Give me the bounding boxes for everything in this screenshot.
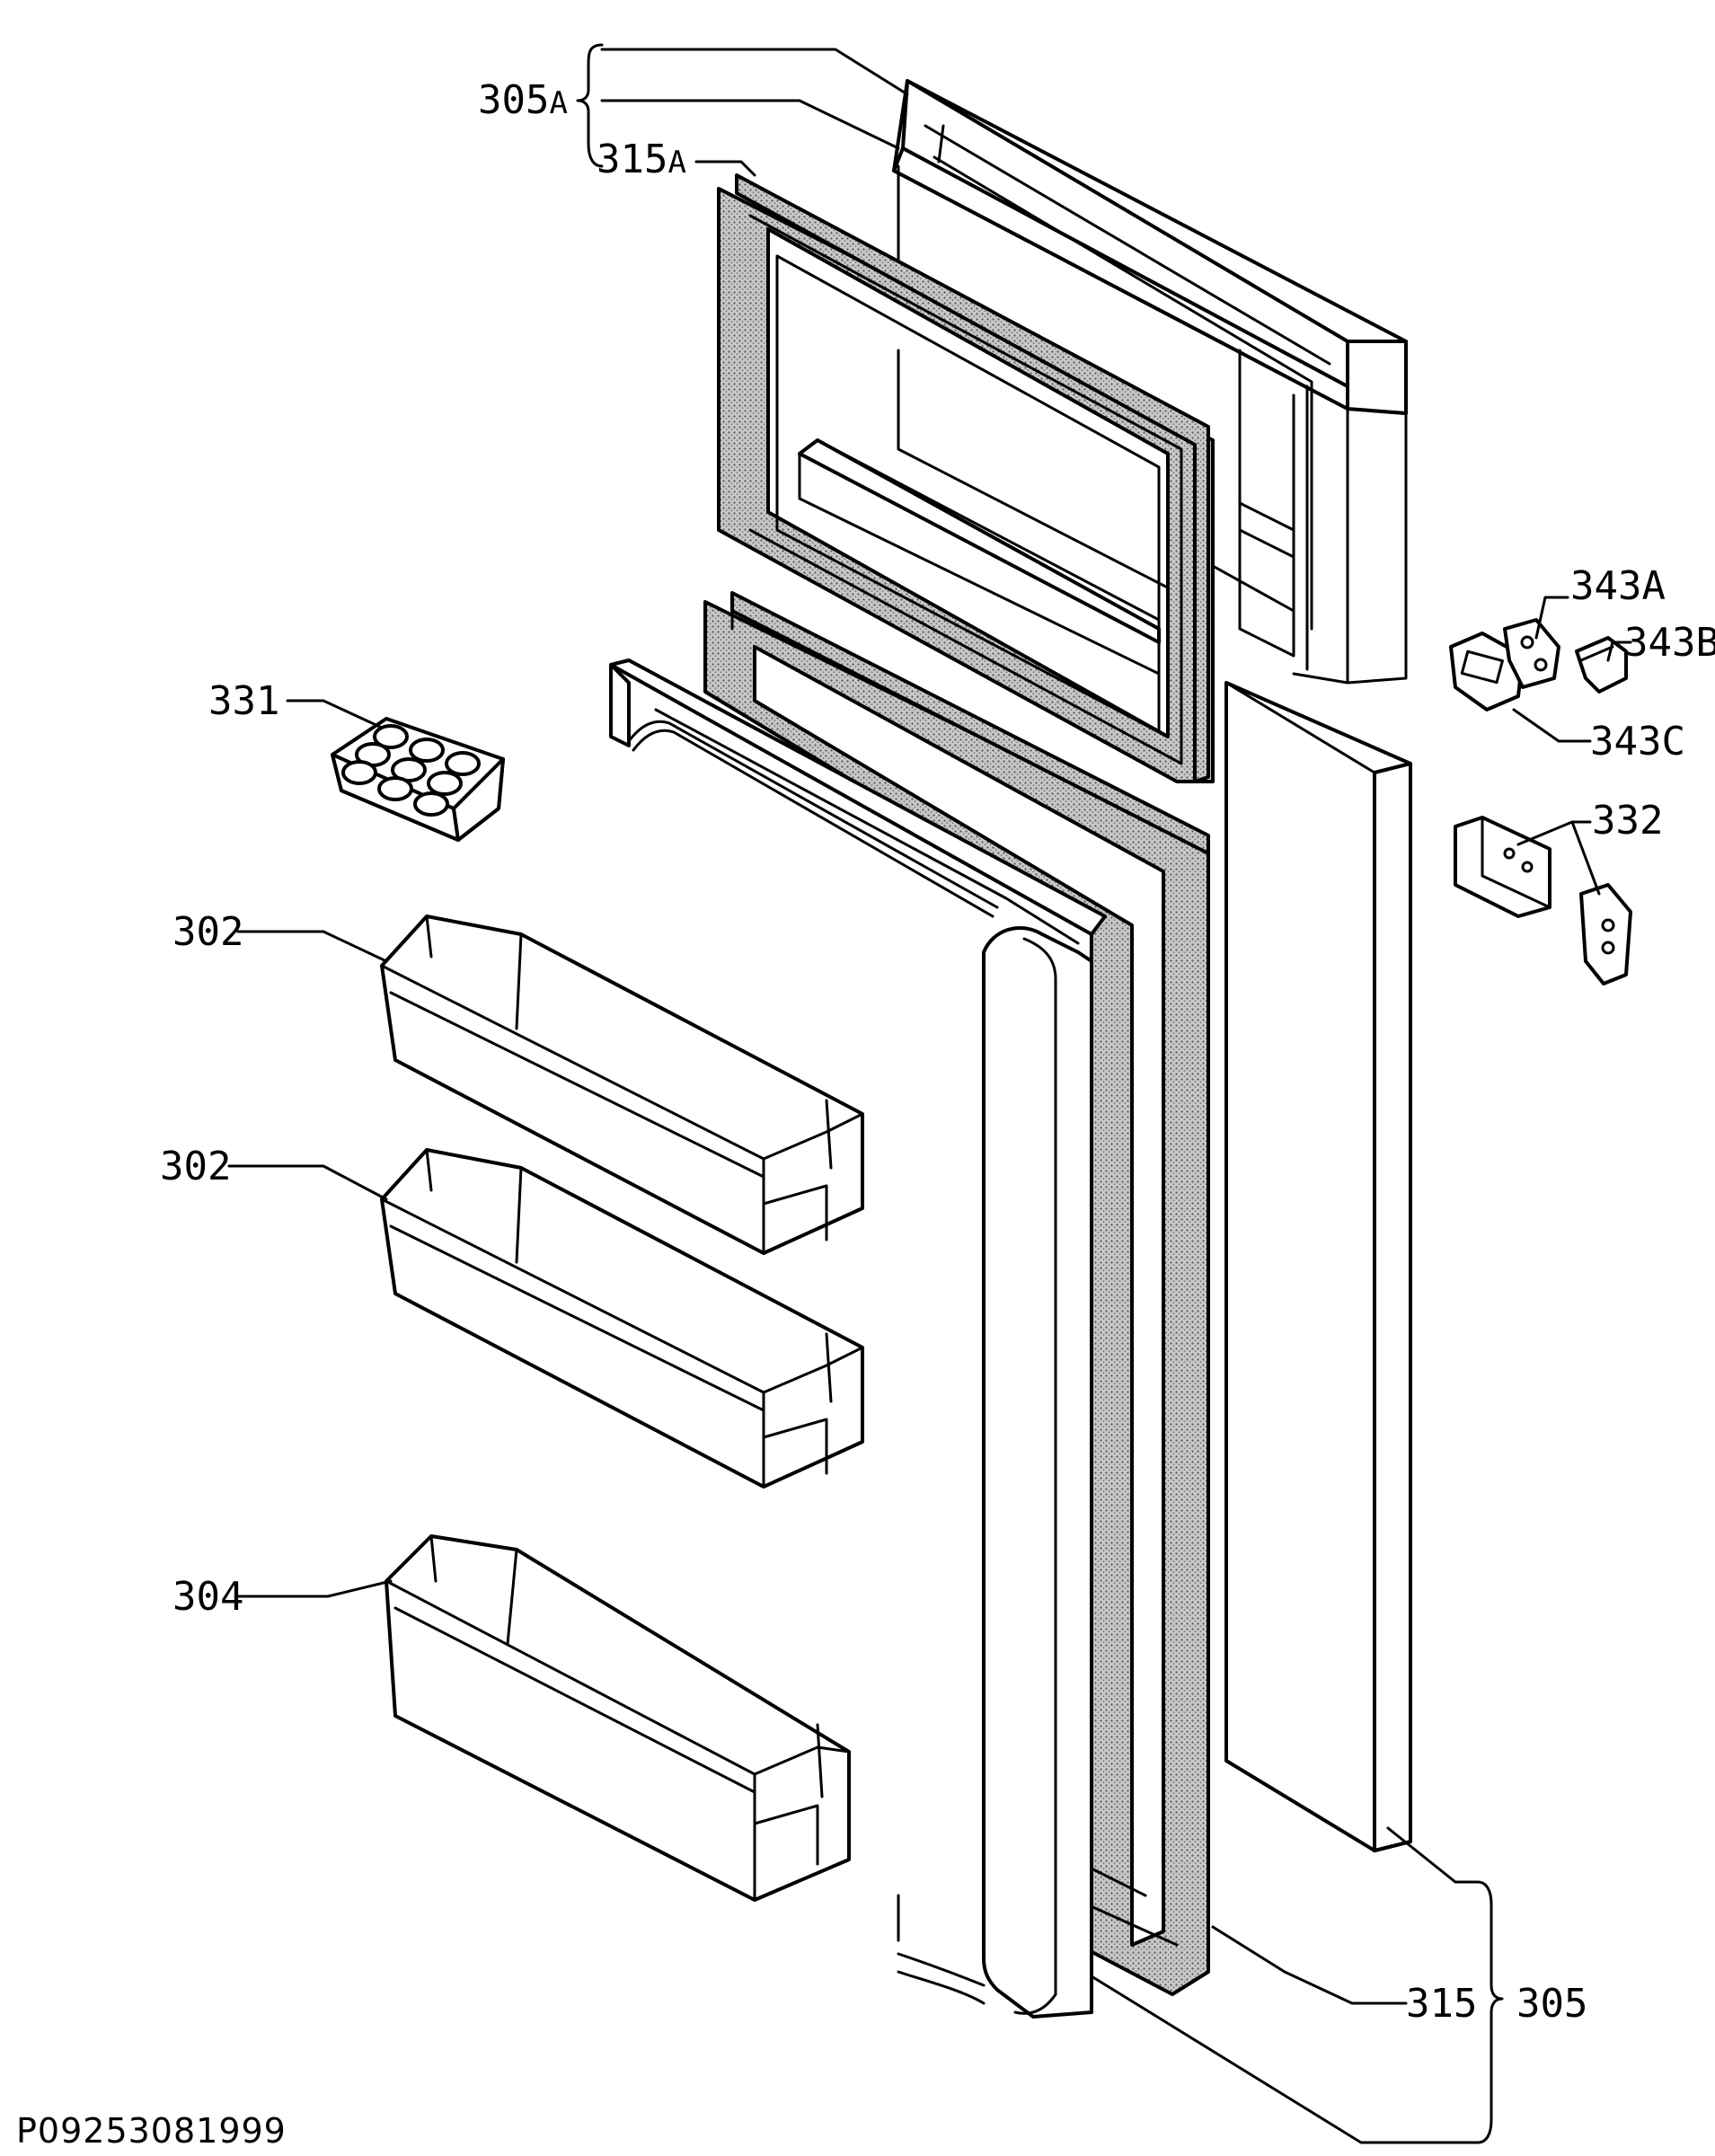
- fridge-door-gasket: [703, 591, 1210, 1996]
- label-343a: 343A: [1570, 563, 1666, 609]
- drawing-code: P09253081999: [16, 2111, 287, 2151]
- fridge-door: [897, 681, 1412, 1942]
- label-302-upper: 302: [172, 909, 243, 955]
- label-331: 331: [208, 678, 279, 724]
- door-shelf-upper: [380, 915, 864, 1255]
- label-315: 315: [1406, 1981, 1477, 2027]
- label-343c: 343C: [1590, 719, 1685, 764]
- label-332: 332: [1592, 798, 1663, 844]
- label-304: 304: [172, 1574, 243, 1620]
- leader-lines: [227, 43, 1632, 2144]
- label-343b: 343B: [1624, 620, 1715, 666]
- door-shelf-lower: [380, 1148, 864, 1489]
- label-305a: 305A: [478, 77, 568, 123]
- egg-tray: [331, 717, 505, 842]
- freezer-door-gasket: [717, 173, 1215, 783]
- hinge-cover-set: [1449, 618, 1628, 711]
- freezer-door: [892, 79, 1408, 685]
- label-305: 305: [1516, 1981, 1587, 2027]
- label-315a: 315A: [597, 137, 686, 182]
- fridge-door-inner-liner: [609, 658, 1107, 2019]
- bottle-shelf: [385, 1534, 851, 1902]
- label-302-lower: 302: [160, 1144, 231, 1189]
